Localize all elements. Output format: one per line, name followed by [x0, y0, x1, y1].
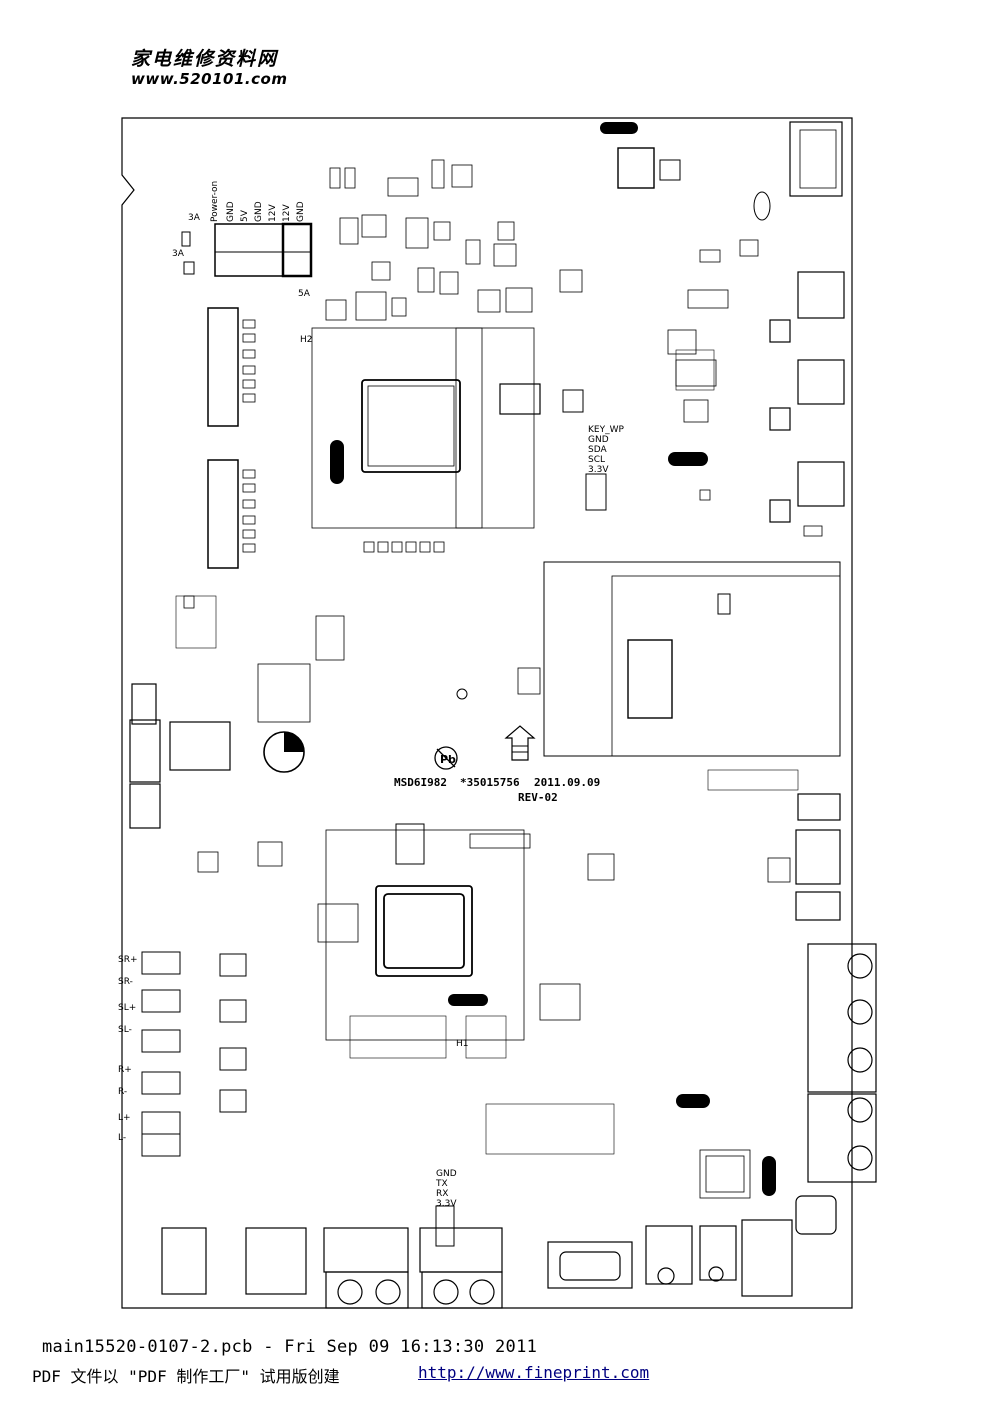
pin-label-4: 12V	[268, 204, 278, 222]
power-connector-body	[214, 223, 312, 277]
top-crystal	[600, 122, 638, 134]
bottom-connectors	[161, 1219, 793, 1309]
speaker-label-sl-plus: SL+	[118, 1003, 136, 1013]
secondary-soc-chip	[375, 885, 473, 977]
pin-label-1: GND	[226, 201, 236, 222]
uart-label-33v: 3.3V	[436, 1199, 457, 1209]
key-header-labels: KEY_WP GND SDA SCL 3.3V	[588, 425, 624, 475]
speaker-label-l-minus: L-	[118, 1133, 126, 1143]
network-chip	[617, 147, 655, 189]
tuner-shield-region	[543, 561, 841, 757]
footer-pdf-url[interactable]: http://www.fineprint.com	[418, 1363, 650, 1382]
uart-header-labels: GND TX RX 3.3V	[435, 1169, 457, 1209]
uart-label-gnd: GND	[436, 1169, 457, 1179]
connector-left-1	[207, 307, 239, 427]
key-label-wp: KEY_WP	[588, 425, 624, 435]
model-line: MSD6I982 *35015756 2011.09.09 REV-02	[394, 776, 600, 804]
pb-mark-text: Pb	[440, 753, 456, 766]
key-label-sda: SDA	[588, 445, 607, 455]
site-name-cn: 家电维修资料网	[131, 48, 279, 70]
footer-file-line: main15520-0107-2.pcb - Fri Sep 09 16:13:…	[42, 1337, 538, 1357]
fuse-label-3: 5A	[298, 289, 311, 299]
model-date: 2011.09.09	[534, 776, 600, 789]
speaker-label-l-plus: L+	[118, 1113, 131, 1123]
speaker-label-r-plus: R+	[118, 1065, 132, 1075]
crystal-z101	[676, 1094, 710, 1108]
footer-pdf-note: PDF 文件以 "PDF 制作工厂" 试用版创建	[32, 1367, 340, 1386]
crystal-z301	[330, 440, 344, 484]
speaker-labels: SR+ SR- SL+ SL- R+ R- L+ L-	[118, 955, 138, 1143]
crystal-z201	[448, 994, 488, 1006]
pin-label-6: GND	[296, 201, 306, 222]
direction-arrow	[504, 725, 536, 761]
power-on-label: Power-on	[210, 181, 220, 222]
model-chip: MSD6I982	[394, 776, 447, 789]
ref-h1: H1	[456, 1039, 469, 1049]
crystal-zd02	[668, 452, 708, 466]
connector-left-2	[207, 459, 239, 569]
board-outline	[121, 117, 853, 1309]
speaker-label-sr-minus: SR-	[118, 977, 133, 987]
tuner-chip	[627, 639, 673, 719]
key-label-33v: 3.3V	[588, 465, 609, 475]
pin-label-5: 12V	[282, 204, 292, 222]
uart-label-rx: RX	[436, 1189, 448, 1199]
pb-free-mark: Pb	[434, 746, 458, 770]
secondary-soc-region	[325, 829, 525, 1041]
fuse-label-2: 3A	[172, 249, 185, 259]
site-url: www.520101.com	[131, 70, 288, 88]
ref-h2: H2	[300, 335, 313, 345]
uart-label-tx: TX	[435, 1179, 448, 1189]
mounting-hole	[456, 688, 468, 700]
power-connector-labels: Power-on GND 5V GND 12V 12V GND	[210, 181, 306, 222]
speaker-label-r-minus: R-	[118, 1087, 127, 1097]
model-part-no: *35015756	[460, 776, 520, 789]
key-label-gnd: GND	[588, 435, 609, 445]
right-ports-lower	[795, 793, 877, 1235]
speaker-label-sr-plus: SR+	[118, 955, 138, 965]
revision-label: REV-02	[518, 791, 558, 804]
right-ports-upper	[769, 271, 845, 523]
speaker-label-sl-minus: SL-	[118, 1025, 132, 1035]
fuse-label-1: 3A	[188, 213, 201, 223]
pin-label-3: GND	[254, 201, 264, 222]
pin-label-2: 5V	[240, 209, 250, 222]
soc-region	[311, 327, 483, 529]
crystal-z001	[762, 1156, 776, 1196]
key-label-scl: SCL	[588, 455, 605, 465]
main-soc-chip	[361, 379, 461, 473]
jack-top-right	[789, 121, 843, 197]
